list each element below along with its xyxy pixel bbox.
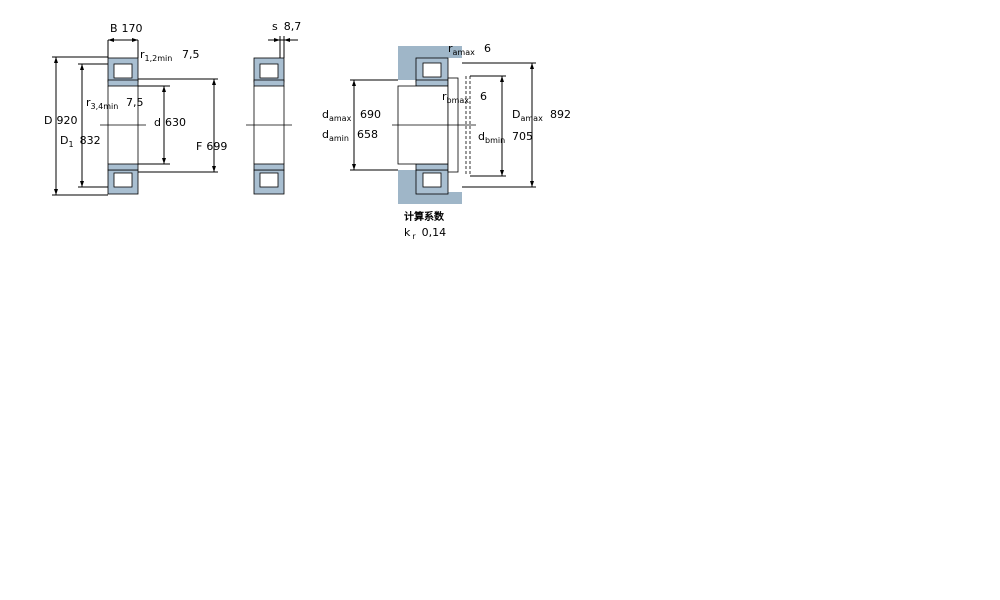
roller-top [113, 63, 133, 79]
section2-side-view [246, 36, 298, 195]
da-max-value: 690 [360, 108, 381, 121]
r34-label: r3,4min [86, 96, 118, 111]
ra-value: 6 [484, 42, 491, 55]
db-min-label: dbmin [478, 130, 505, 145]
da-min-label: damin [322, 128, 349, 143]
calc-title: 计算系数 [404, 210, 445, 223]
rb-label: rbmax [442, 90, 469, 105]
db-min-value: 705 [512, 130, 533, 143]
roller-bottom [113, 172, 133, 188]
Da-max-value: 892 [550, 108, 571, 121]
r12-label: r1,2min [140, 48, 172, 63]
rb-value: 6 [480, 90, 487, 103]
da-min-value: 658 [357, 128, 378, 141]
housing-top [398, 46, 462, 58]
Da-max-label: Damax [512, 108, 543, 123]
section3-mounting [350, 46, 536, 204]
r34-value: 7,5 [126, 96, 144, 109]
housing-bottom [398, 192, 462, 204]
r12-value: 7,5 [182, 48, 200, 61]
da-max-label: damax [322, 108, 352, 123]
ra-label: ramax [448, 42, 475, 57]
inner-ring-bottom [107, 163, 139, 171]
inner-ring-top [107, 79, 139, 87]
section1-cross-section [52, 38, 218, 196]
